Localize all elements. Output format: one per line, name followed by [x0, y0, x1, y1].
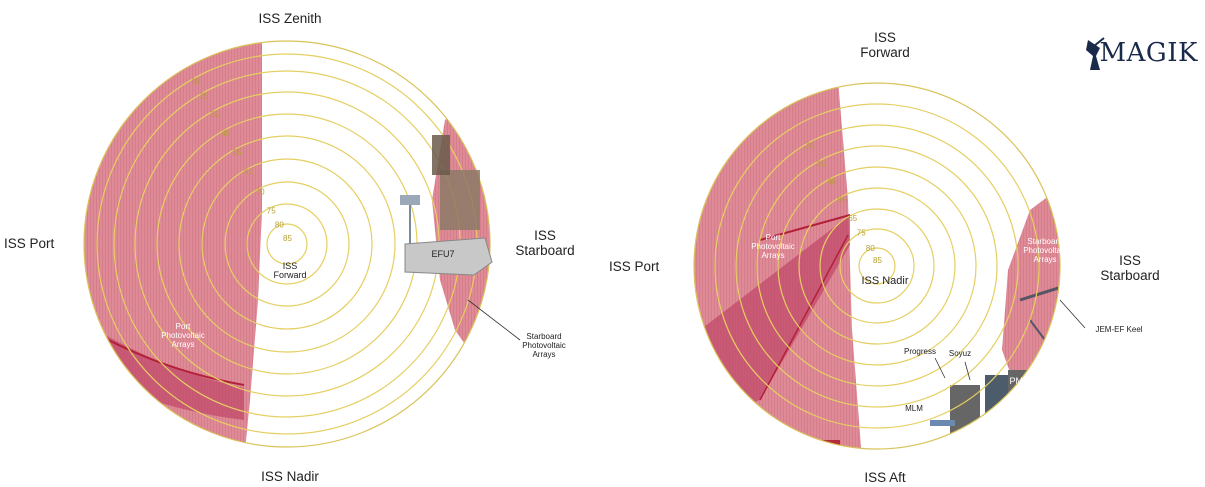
left-port-label: ISS Port: [4, 236, 55, 251]
lpa-3: Arrays: [171, 340, 195, 349]
pmm-label: PMM: [1009, 376, 1031, 386]
right-progress-pointer: [934, 357, 946, 379]
rsa-1: Starboard: [1027, 237, 1063, 246]
magik-logo-mark: [1086, 37, 1105, 70]
jem-label: JEM-EF Keel: [1095, 325, 1143, 334]
left-port-arrays-label: Port Photovoltaic Arrays: [158, 322, 208, 349]
rpa-3: Arrays: [761, 251, 785, 260]
left-center-line1: ISS: [282, 261, 298, 271]
right-port-obstruction: [694, 83, 862, 449]
ring-label: 25: [200, 92, 209, 101]
ring-label: 65: [848, 214, 857, 223]
magik-logo: MAGIK: [1082, 38, 1198, 68]
ring-label: 25: [806, 141, 815, 150]
ring-label: 85: [873, 256, 882, 265]
lsa-2: Photovoltaic: [522, 341, 566, 350]
right-top-label: ISS Forward: [845, 30, 925, 60]
ring-label: 35: [210, 110, 219, 119]
right-starboard-line2: Starboard: [1100, 268, 1160, 283]
rsa-2: Photovoltaic: [1023, 246, 1067, 255]
left-top-label: ISS Zenith: [258, 11, 322, 26]
ring-label: 45: [827, 178, 836, 187]
right-soyuz-pointer: [964, 361, 971, 381]
rpa-1: Port: [765, 233, 781, 242]
lsa-1: Starboard: [526, 332, 562, 341]
ring-label: 55: [838, 196, 847, 205]
rsa-3: Arrays: [1033, 255, 1057, 264]
right-fisheye: [693, 82, 1086, 450]
ring-label: 35: [816, 159, 825, 168]
ring-label: 75: [857, 229, 866, 238]
lsa-3: Arrays: [532, 350, 556, 359]
lpa-1: Port: [175, 322, 191, 331]
right-starboard-line1: ISS: [1119, 253, 1141, 268]
ring-label: 85: [283, 234, 292, 243]
right-port-arrays-label: Port Photovoltaic Arrays: [748, 233, 798, 260]
left-center-line2: Forward: [273, 270, 307, 280]
ring-label: 65: [244, 168, 253, 177]
ring-label: 45: [221, 129, 230, 138]
mlm-label: MLM: [905, 404, 923, 413]
lpa-2: Photovoltaic: [161, 331, 205, 340]
ring-label: 80: [866, 244, 875, 253]
soyuz-label: Soyuz: [948, 349, 972, 358]
left-starboard-pointer: [467, 299, 521, 341]
efu7-structure: [400, 135, 493, 276]
right-top-line2: Forward: [860, 45, 910, 60]
right-center-label: ISS Nadir: [861, 275, 909, 287]
rpa-2: Photovoltaic: [751, 242, 795, 251]
left-starboard-label: ISS Starboard: [505, 228, 585, 258]
logo-text: MAGIK: [1099, 38, 1198, 68]
right-jem-pointer: [1059, 299, 1086, 329]
left-center-label: ISS Forward: [266, 262, 314, 280]
left-starboard-line1: ISS: [534, 228, 556, 243]
ring-label: 55: [233, 148, 242, 157]
progress-label: Progress: [903, 347, 936, 356]
right-starboard-label: ISS Starboard: [1090, 253, 1170, 283]
right-port-arrays: [700, 215, 850, 420]
left-fisheye: [83, 40, 521, 448]
ring-label: 75: [267, 207, 276, 216]
right-top-line1: ISS: [874, 30, 896, 45]
right-starboard-arrays-label: Starboard Photovoltaic Arrays: [1018, 237, 1072, 264]
ring-label: 70: [256, 188, 265, 197]
ring-label: 80: [275, 220, 284, 229]
ring-label: 15: [191, 77, 200, 86]
left-bottom-label: ISS Nadir: [261, 469, 319, 484]
right-rings: [693, 82, 1061, 450]
efu-label: EFU7: [431, 249, 455, 259]
right-bottom-label: ISS Aft: [864, 470, 906, 485]
left-starboard-arrays-label: Starboard Photovoltaic Arrays: [512, 332, 576, 359]
right-port-label: ISS Port: [609, 259, 660, 274]
left-starboard-line2: Starboard: [515, 243, 575, 258]
